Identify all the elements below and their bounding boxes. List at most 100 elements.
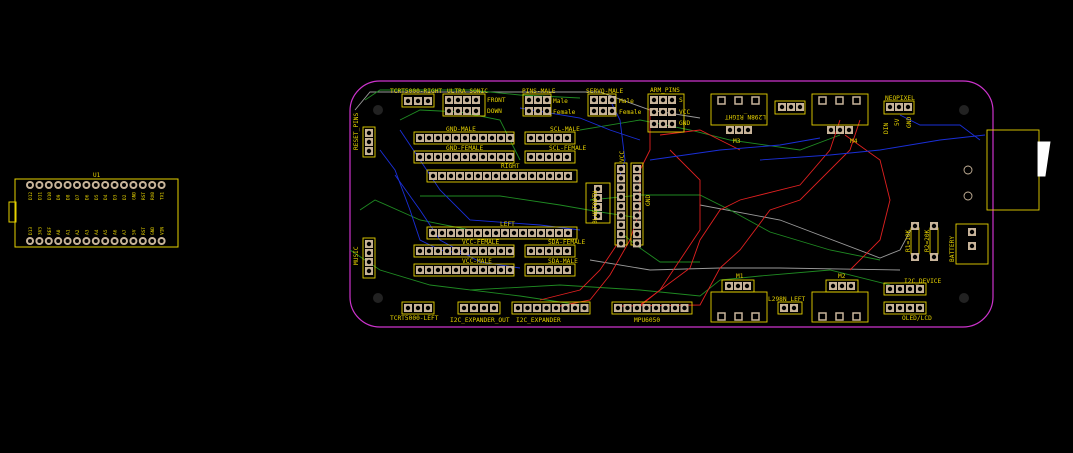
motor-terminals	[717, 96, 861, 321]
arduino-top-pin-pad	[44, 181, 53, 189]
arduino-top-pin-pad	[129, 181, 138, 189]
ultrasonic-pad	[472, 96, 480, 104]
sda-male-pad	[536, 266, 544, 274]
traces-red	[539, 108, 891, 307]
left-header-pad	[447, 229, 455, 237]
music-pad	[365, 240, 373, 248]
servo-pad	[599, 96, 607, 104]
arduino-bottom-pin-label: GND	[150, 227, 156, 235]
board-silkscreen-labels: TCRT5000-RIGHT ULTRA_SONIC FRONT DOWN PI…	[353, 87, 956, 324]
right-header-pad	[528, 172, 536, 180]
tcrt-left-pad	[424, 304, 432, 312]
arduino-bottom-pin-pad	[120, 237, 128, 245]
reset-pad	[365, 147, 373, 155]
gnd-rail-pad	[633, 192, 641, 201]
scl-female-label: SCL-FEMALE	[549, 145, 587, 152]
right-header-pad	[510, 172, 518, 180]
sda-female-pad	[527, 247, 535, 255]
i2c-expander-pad	[552, 304, 560, 312]
vcc-male-pad	[488, 266, 496, 274]
oled-pad	[886, 304, 894, 312]
pins-male-side-label: Male	[553, 98, 568, 105]
neopixel-gnd-label: GND	[906, 117, 913, 128]
arduino-top-pin-label: D6	[84, 194, 90, 200]
ultrasonic-down-label: DOWN	[487, 108, 502, 115]
vcc-male-pad	[506, 266, 514, 274]
resistor-r2-label: R2=20K	[924, 229, 931, 252]
gnd-male-label: GND-MALE	[446, 126, 476, 133]
gnd-female-pad	[479, 153, 487, 161]
left-header-pad	[483, 229, 491, 237]
i2c-device-pad	[906, 285, 914, 293]
arduino-top-pin-pad	[35, 181, 44, 189]
arduino-bottom-pin-label: A4	[94, 229, 100, 235]
scl-male-pad	[563, 134, 571, 142]
gnd-rail-pad	[633, 220, 641, 229]
gnd-male-pad	[497, 134, 505, 142]
sda-female-label: SDA-FEMALE	[548, 239, 586, 246]
bluetooth-label: BLUETOOTH	[592, 190, 599, 224]
l298n-left-pad	[838, 282, 846, 290]
servo-male-side-label: Male	[619, 98, 634, 105]
arm-pad	[668, 120, 676, 128]
l298n-left-pad	[847, 282, 855, 290]
l298n-right-pad	[787, 103, 795, 111]
vcc-female-pad	[434, 247, 442, 255]
left-header-pad	[474, 229, 482, 237]
arduino-top-pin-pad	[63, 181, 72, 189]
mpu-pad	[623, 304, 632, 312]
sda-male-label: SDA-MALE	[548, 258, 578, 265]
mounting-hole	[959, 105, 969, 115]
battery-pad	[968, 228, 976, 236]
vcc-female-pad	[443, 247, 451, 255]
motor-m2-label: M2	[838, 273, 846, 280]
music-pad	[365, 258, 373, 266]
gnd-female-pad	[506, 153, 514, 161]
ultrasonic-pad	[445, 96, 453, 104]
left-header-label: LEFT	[500, 221, 515, 228]
arduino-bottom-pin-label: D13	[28, 227, 34, 235]
music-pad	[365, 267, 373, 275]
tcrt-right-pad	[424, 97, 432, 105]
l298n-right-pad	[778, 103, 786, 111]
gnd-vertical-label: GND	[645, 195, 652, 206]
vcc-rail-pad	[617, 174, 625, 183]
arduino-bottom-pin-pad	[35, 237, 44, 245]
l298n-right-pad	[796, 103, 804, 111]
l298n-left-pad	[725, 282, 733, 290]
arduino-top-pin-label: D7	[75, 194, 81, 200]
arduino-top-pin-pad	[148, 181, 157, 189]
l298n-right-pad	[735, 126, 743, 134]
board-outline[interactable]	[349, 80, 994, 328]
pins-male-pad	[534, 96, 542, 104]
i2c-device-pad	[896, 285, 904, 293]
right-header-pad	[438, 172, 446, 180]
right-header-pad	[546, 172, 554, 180]
i2c-device-pad	[886, 285, 894, 293]
resistor-r1-label: R1=10K	[905, 229, 912, 252]
sda-male-pad	[527, 266, 535, 274]
l298n-right-pad	[845, 126, 853, 134]
neopixel-label: NEOPIXEL	[885, 95, 915, 102]
arduino-top-pin-label: D4	[103, 194, 109, 200]
vcc-male-pad	[434, 266, 442, 274]
resistor-pad	[911, 222, 919, 230]
i2c-expander-out-label: I2C_EXPANDER_OUT	[450, 317, 510, 324]
battery-label: BATTERY	[949, 236, 956, 262]
vcc-rail-pad	[617, 192, 625, 201]
right-header-pad	[465, 172, 473, 180]
scl-male-pad	[536, 134, 544, 142]
servo-pad	[608, 96, 616, 104]
pins-male-pad	[534, 107, 542, 115]
servo-pad	[590, 96, 598, 104]
mounting-hole	[373, 293, 383, 303]
arm-pad	[668, 96, 676, 104]
arduino-bottom-pin-row	[26, 237, 166, 245]
arduino-bottom-pin-label: A1	[66, 229, 72, 235]
vcc-male-pad	[443, 266, 451, 274]
gnd-male-pad	[434, 134, 442, 142]
l298n-left-pad	[829, 282, 837, 290]
